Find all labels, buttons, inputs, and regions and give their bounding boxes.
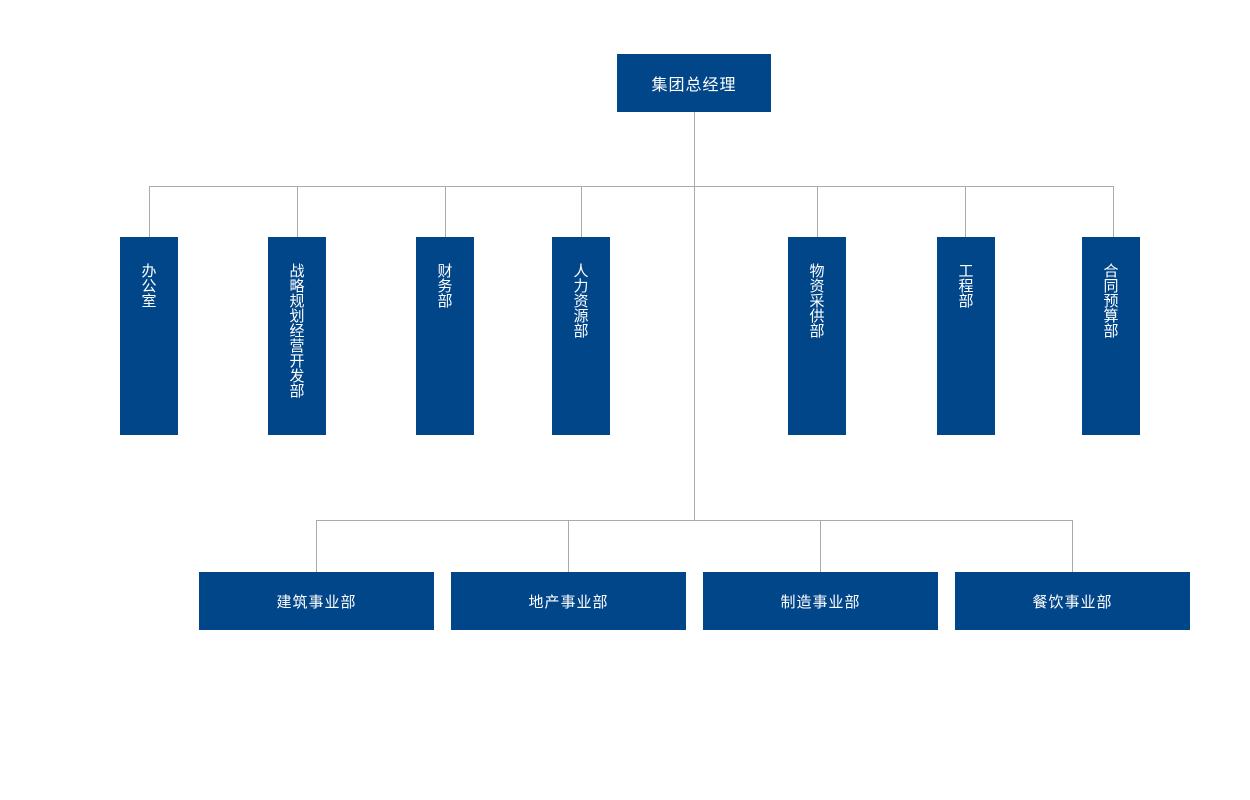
department-node-office: 办公室 — [120, 237, 178, 435]
department-label: 工程部 — [958, 262, 974, 310]
department-node-human-resources: 人力资源部 — [552, 237, 610, 435]
business-unit-node-manufacturing: 制造事业部 — [703, 572, 938, 630]
business-unit-label: 建筑事业部 — [276, 592, 357, 611]
department-node-finance: 财务部 — [416, 237, 474, 435]
department-label: 人力资源部 — [573, 262, 589, 340]
department-label: 合同预算部 — [1103, 262, 1119, 340]
department-label: 物资采供部 — [809, 262, 825, 340]
department-label: 财务部 — [437, 262, 453, 310]
department-label: 办公室 — [141, 262, 157, 310]
business-unit-node-construction: 建筑事业部 — [199, 572, 434, 630]
business-unit-label: 制造事业部 — [780, 592, 861, 611]
department-node-strategy-planning: 战略规划经营开发部 — [268, 237, 326, 435]
business-unit-node-catering: 餐饮事业部 — [955, 572, 1190, 630]
department-label: 战略规划经营开发部 — [289, 262, 305, 400]
business-unit-label: 餐饮事业部 — [1032, 592, 1113, 611]
business-unit-label: 地产事业部 — [528, 592, 609, 611]
department-node-contract-budget: 合同预算部 — [1082, 237, 1140, 435]
business-unit-node-real-estate: 地产事业部 — [451, 572, 686, 630]
department-node-engineering: 工程部 — [937, 237, 995, 435]
department-node-procurement: 物资采供部 — [788, 237, 846, 435]
root-node-label: 集团总经理 — [651, 75, 737, 94]
root-node-general-manager: 集团总经理 — [617, 54, 771, 112]
